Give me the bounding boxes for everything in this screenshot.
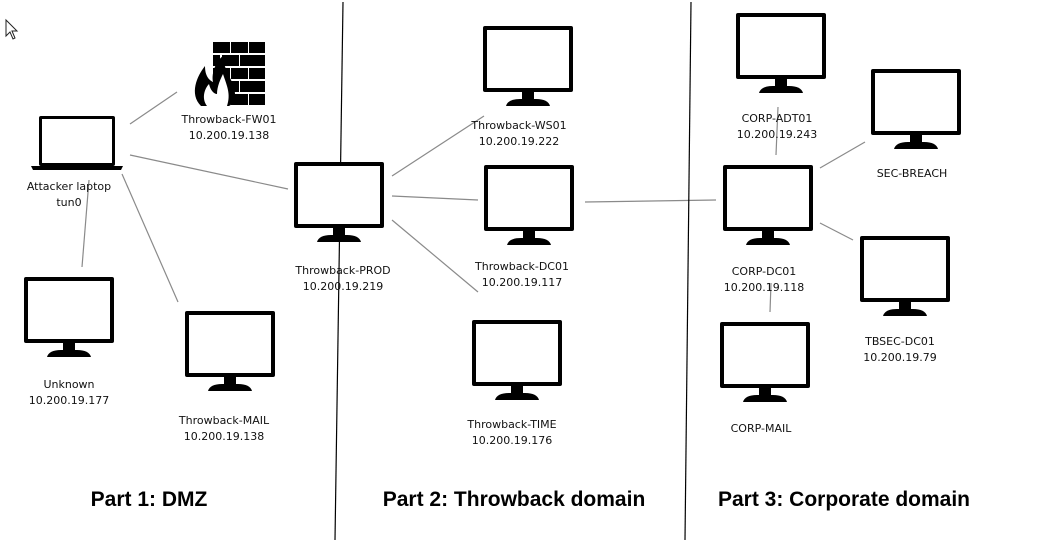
node-name-label: Throwback-TIME (466, 418, 556, 431)
part3-title: Part 3: Corporate domain (718, 488, 970, 511)
node-name-label: SEC-BREACH (877, 167, 948, 180)
link-prod-dc01 (391, 195, 479, 201)
links-layer (81, 91, 866, 313)
node-mail: Throwback-MAIL 10.200.19.138 (178, 311, 275, 443)
link-attacker-prod (129, 154, 289, 190)
node-name-label: CORP-DC01 (732, 265, 797, 278)
node-prod: Throwback-PROD 10.200.19.219 (294, 162, 391, 293)
node-name-label: CORP-MAIL (731, 422, 793, 435)
node-name-label: Throwback-PROD (294, 264, 390, 277)
link-corpdc01-adt01 (775, 106, 779, 156)
node-name-label: TBSEC-DC01 (864, 335, 935, 348)
link-dc01-corpdc01 (584, 199, 717, 203)
monitor-icon (720, 322, 810, 402)
nodes-layer: Attacker laptop tun0 Throwback-FW01 10.200.… (24, 13, 961, 447)
node-attacker: Attacker laptop tun0 (27, 116, 123, 209)
node-name-label: Unknown (43, 378, 94, 391)
node-ws01: Throwback-WS01 10.200.19.222 (470, 26, 573, 148)
node-fw01: Throwback-FW01 10.200.19.138 (180, 42, 277, 142)
node-name-label: Throwback-WS01 (470, 119, 566, 132)
mouse-cursor-icon (5, 18, 19, 40)
monitor-icon (294, 162, 384, 242)
link-prod-time (391, 219, 479, 293)
node-ip-label: 10.200.19.176 (472, 434, 552, 447)
node-time: Throwback-TIME 10.200.19.176 (466, 320, 562, 447)
node-ip-label: tun0 (56, 196, 81, 209)
node-ip-label: 10.200.19.118 (724, 281, 804, 294)
link-attacker-mail (121, 173, 179, 303)
part2-title: Part 2: Throwback domain (383, 488, 646, 511)
link-attacker-fw01 (129, 91, 178, 125)
node-dc01: Throwback-DC01 10.200.19.117 (474, 165, 574, 289)
node-breach: SEC-BREACH (871, 69, 961, 180)
node-ip-label: 10.200.19.79 (863, 351, 936, 364)
monitor-icon (860, 236, 950, 316)
monitor-icon (24, 277, 114, 357)
node-adt01: CORP-ADT01 10.200.19.243 (736, 13, 826, 141)
node-ip-label: 10.200.19.243 (737, 128, 817, 141)
node-name-label: Throwback-MAIL (178, 414, 270, 427)
node-name-label: Throwback-FW01 (180, 113, 276, 126)
node-ip-label: 10.200.19.138 (189, 129, 269, 142)
link-corpdc01-breach (819, 141, 866, 169)
part1-title: Part 1: DMZ (91, 488, 208, 511)
node-ip-label: 10.200.19.222 (479, 135, 559, 148)
node-ip-label: 10.200.19.177 (29, 394, 109, 407)
divider-part1-part2 (334, 1, 344, 541)
monitor-icon (736, 13, 826, 93)
node-corpdc01: CORP-DC01 10.200.19.118 (723, 165, 813, 294)
node-tbsec: TBSEC-DC01 10.200.19.79 (860, 236, 950, 364)
node-ip-label: 10.200.19.138 (184, 430, 264, 443)
link-attacker-unknown (81, 179, 90, 268)
laptop-icon (31, 116, 123, 170)
node-name-label: Throwback-DC01 (474, 260, 569, 273)
node-corpmail: CORP-MAIL (720, 322, 810, 435)
link-prod-ws01 (391, 115, 485, 177)
monitor-icon (483, 26, 573, 106)
divider-part2-part3 (684, 1, 692, 541)
link-corpdc01-tbsec (819, 222, 854, 241)
firewall-icon (194, 42, 265, 106)
node-name-label: CORP-ADT01 (742, 112, 813, 125)
monitor-icon (472, 320, 562, 400)
monitor-icon (871, 69, 961, 149)
monitor-icon (185, 311, 275, 391)
node-name-label: Attacker laptop (27, 180, 111, 193)
link-corpdc01-corpmail (769, 282, 772, 313)
node-ip-label: 10.200.19.117 (482, 276, 562, 289)
node-unknown: Unknown 10.200.19.177 (24, 277, 114, 407)
monitor-icon (484, 165, 574, 245)
monitor-icon (723, 165, 813, 245)
node-ip-label: 10.200.19.219 (303, 280, 383, 293)
